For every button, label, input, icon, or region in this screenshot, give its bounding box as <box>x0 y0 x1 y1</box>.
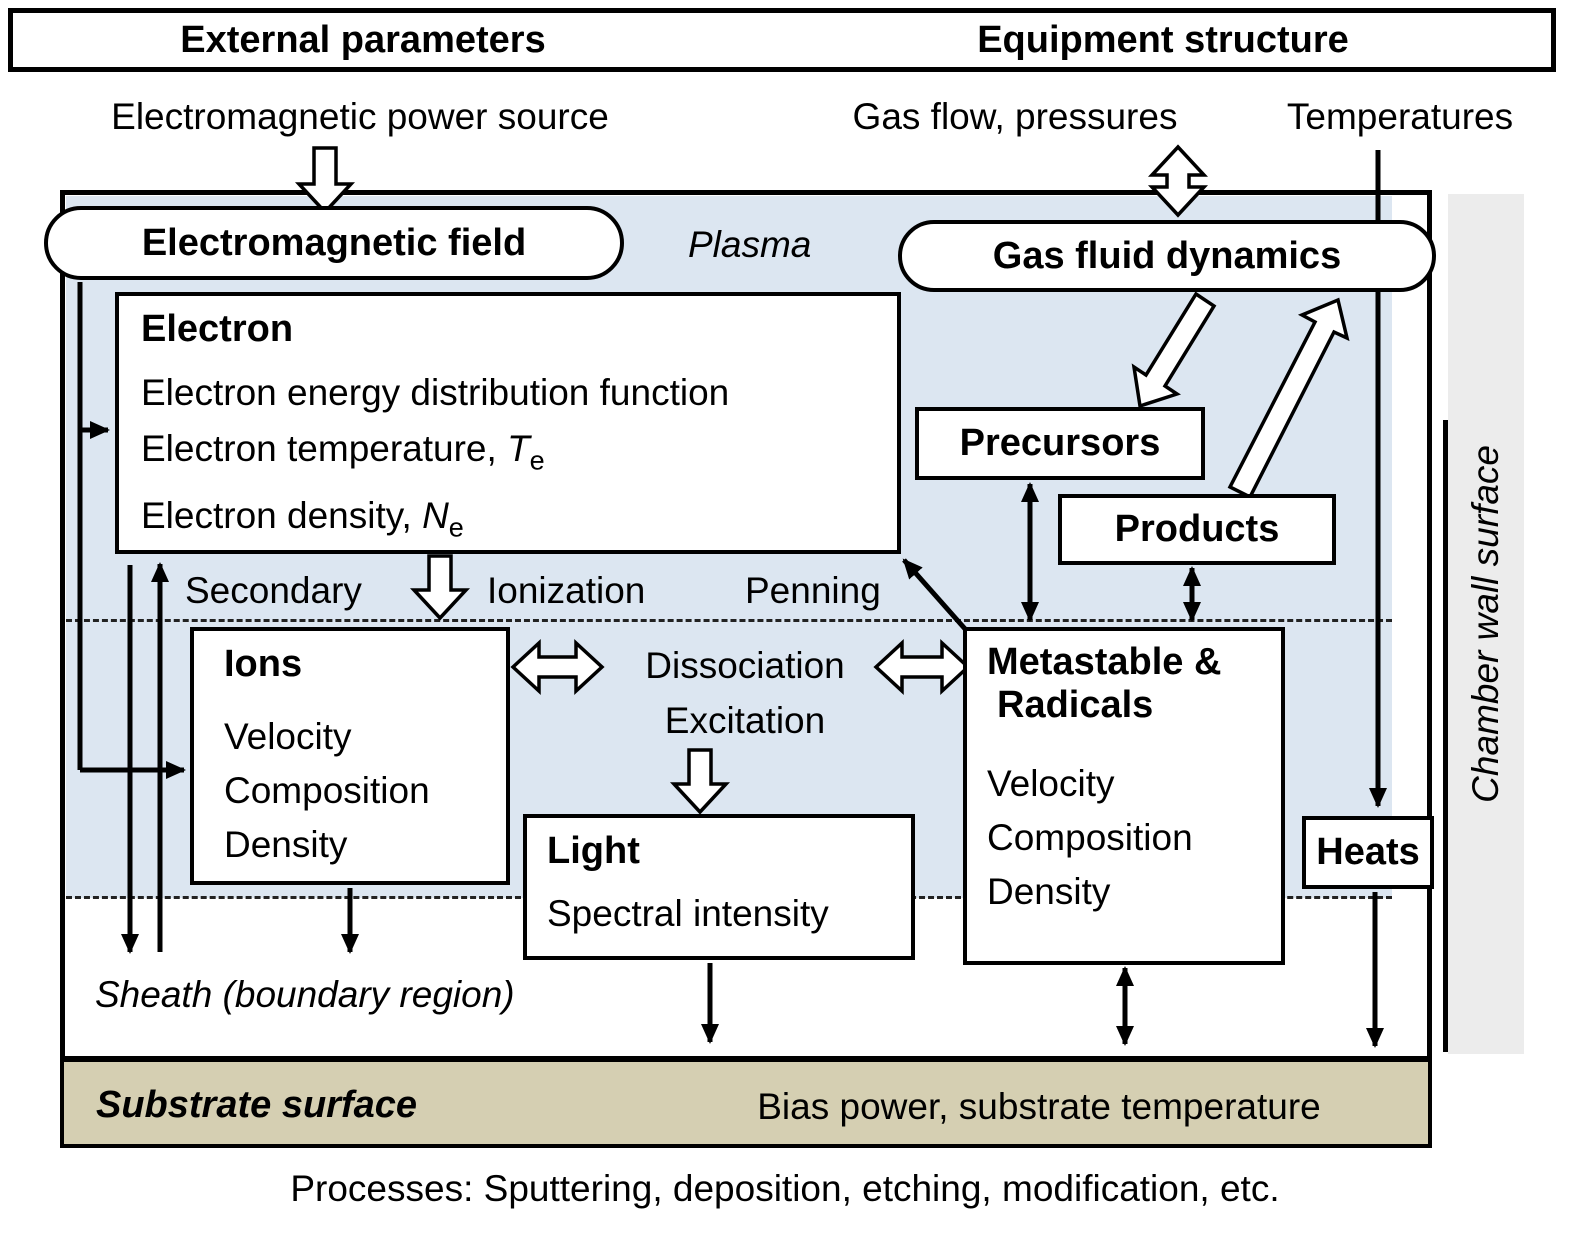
em-field-label: Electromagnetic field <box>141 221 527 264</box>
electron-density: Electron density, Ne <box>141 495 464 543</box>
precursors-box: Precursors <box>915 407 1205 480</box>
sheath-label: Sheath (boundary region) <box>95 974 515 1015</box>
ions-title: Ions <box>224 643 303 685</box>
label-penning: Penning <box>745 570 881 611</box>
label-power-source: Electromagnetic power source <box>111 96 609 137</box>
ions-velocity: Velocity <box>224 716 352 757</box>
substrate-bar: Substrate surface Bias power, substrate … <box>64 1056 1428 1144</box>
light-spectral-intensity: Spectral intensity <box>547 893 829 934</box>
metastable-velocity: Velocity <box>987 763 1115 804</box>
light-box: Light Spectral intensity <box>523 814 915 960</box>
em-field-pill: Electromagnetic field <box>44 206 624 280</box>
gas-fluid-dynamics-pill: Gas fluid dynamics <box>898 220 1436 292</box>
products-label: Products <box>1114 508 1280 550</box>
metastable-title-1: Metastable & <box>987 641 1222 683</box>
products-box: Products <box>1058 494 1336 565</box>
heats-label: Heats <box>1316 831 1420 873</box>
chamber-wall-bar: Chamber wall surface <box>1448 194 1524 1054</box>
light-title: Light <box>547 830 640 872</box>
chamber-wall-label: Chamber wall surface <box>1465 445 1506 803</box>
metastable-box: Metastable & Radicals Velocity Compositi… <box>963 627 1285 965</box>
bias-power-label: Bias power, substrate temperature <box>757 1086 1321 1127</box>
electron-temperature: Electron temperature, Te <box>141 428 545 476</box>
label-dissociation: Dissociation <box>645 645 845 686</box>
header-box: External parameters Equipment structure <box>8 8 1556 72</box>
chamber-wall-line <box>1443 420 1448 1052</box>
substrate-surface-label: Substrate surface <box>96 1084 418 1126</box>
dashed-divider-upper <box>66 619 1392 622</box>
heats-box: Heats <box>1302 816 1434 889</box>
electron-title: Electron <box>141 308 294 350</box>
header-equipment-structure: Equipment structure <box>977 19 1349 61</box>
metastable-title-2: Radicals <box>997 684 1154 726</box>
ions-box: Ions Velocity Composition Density <box>190 627 510 885</box>
label-excitation: Excitation <box>664 700 826 741</box>
metastable-composition: Composition <box>987 817 1193 858</box>
label-gas-flow-pressures: Gas flow, pressures <box>852 96 1178 137</box>
label-secondary: Secondary <box>185 570 362 611</box>
electron-box: Electron Electron energy distribution fu… <box>115 292 901 554</box>
ions-density: Density <box>224 824 348 865</box>
metastable-density: Density <box>987 871 1111 912</box>
plasma-label: Plasma <box>688 224 812 265</box>
gas-fluid-dynamics-label: Gas fluid dynamics <box>992 234 1342 277</box>
label-temperatures: Temperatures <box>1286 96 1514 137</box>
header-external-parameters: External parameters <box>180 19 546 61</box>
ions-composition: Composition <box>224 770 430 811</box>
processes-caption: Processes: Sputtering, deposition, etchi… <box>290 1168 1280 1209</box>
electron-eedf: Electron energy distribution function <box>141 372 730 413</box>
label-ionization: Ionization <box>487 570 646 611</box>
precursors-label: Precursors <box>959 422 1161 464</box>
